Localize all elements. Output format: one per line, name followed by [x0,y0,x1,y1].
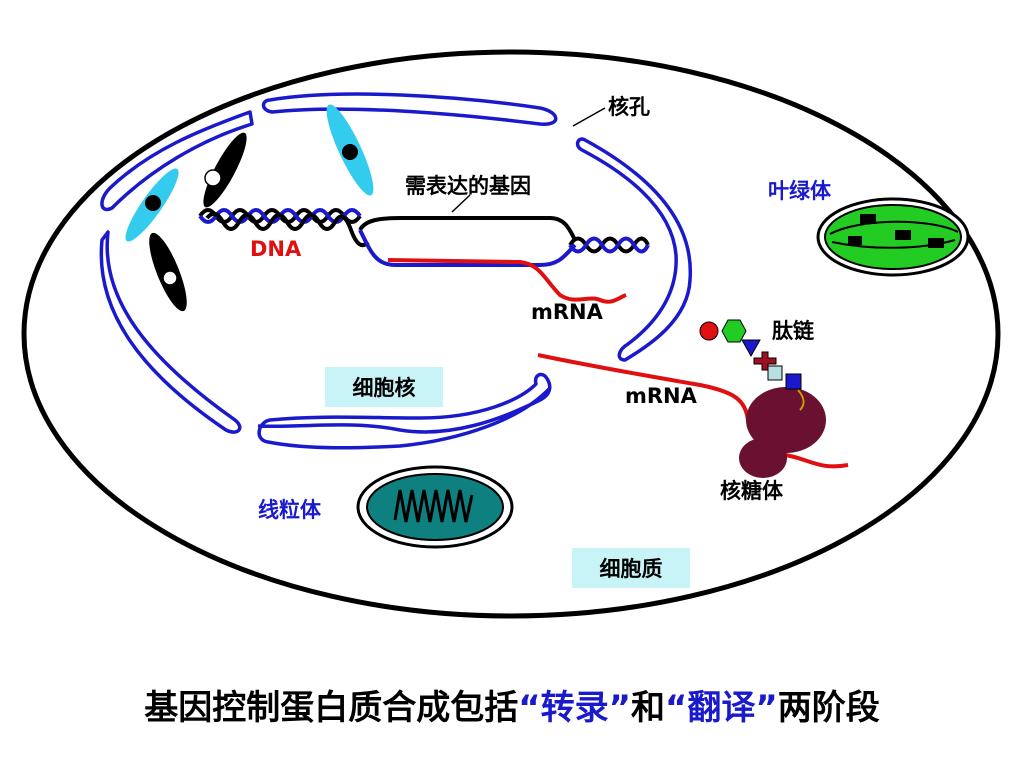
amino-acid-triangle [741,339,761,358]
amino-acid-circle [699,321,719,341]
peptide-chain [699,319,805,411]
peptide-link [797,389,805,411]
chromosome-arm [203,132,247,208]
mitochondrion [356,465,514,549]
nucleus-label: 细胞核 [353,376,416,400]
ribosome-small-subunit [739,438,787,478]
caption-middle: 和 [631,688,665,728]
dna-helix [198,208,650,267]
centromere [145,195,161,211]
dna-strand-black-right [568,236,650,254]
caption-prefix: 基因控制蛋白质合成包括 [144,688,519,728]
peptide-chain-label: 肽链 [772,319,815,343]
caption: 基因控制蛋白质合成包括“转录”和“翻译”两阶段 [0,680,1024,729]
amino-acid-square-light [767,365,783,381]
nucleus-label-box [325,367,443,407]
mrna-nucleus-label: mRNA [531,300,604,324]
centromere [204,169,222,187]
nuclear-envelope [99,92,692,450]
ribosome-large-subunit [746,387,826,453]
cytoplasm-label: 细胞质 [600,557,663,581]
caption-suffix: 两阶段 [777,688,880,728]
centromere [342,144,358,160]
nuclear-pore-pointer [572,107,606,127]
dna-template-lower [358,229,577,267]
dna-label: DNA [250,237,302,261]
mrna-cytoplasm-label: mRNA [625,384,698,408]
amino-acid-hexagon [721,319,747,343]
dna-strand-black-2 [205,211,370,247]
mrna-strand-nucleus [387,258,627,304]
mrna-strand-cytoplasm [537,353,849,469]
dna-template-upper [358,216,577,241]
chloroplast [816,197,970,277]
dna-strand-blue-right [568,236,650,254]
mitochondrion-label: 线粒体 [258,498,322,522]
nuclear-pore-label: 核孔 [608,95,650,119]
amino-acid-cross [753,351,777,371]
gene-to-express-label: 需表达的基因 [405,174,531,198]
chloroplast-label: 叶绿体 [768,179,832,203]
centromere [162,270,178,286]
gene-pointer [451,194,471,213]
caption-translation: “翻译” [665,688,778,728]
cell-membrane [21,49,1001,619]
ribosome-label: 核糖体 [720,479,784,503]
amino-acid-square-blue [785,373,802,390]
caption-transcription: “转录” [518,688,631,728]
cytoplasm-label-box [572,548,690,588]
chromosomes [125,104,374,312]
ribosome [739,387,826,478]
